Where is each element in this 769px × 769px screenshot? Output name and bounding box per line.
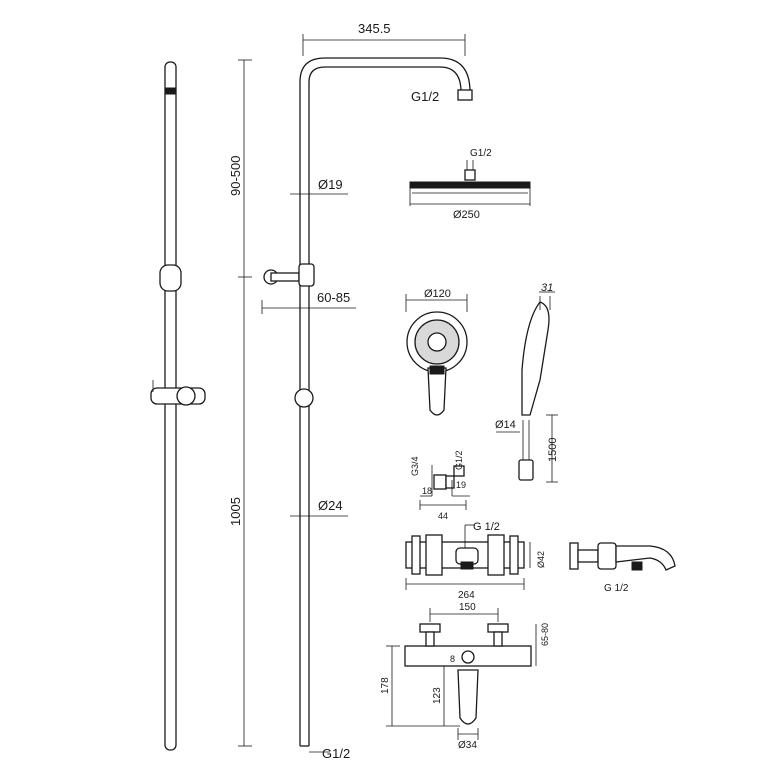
label-elbow-g34: G3/4 xyxy=(410,456,420,476)
label-hose-dia: Ø14 xyxy=(495,419,516,431)
label-riser-length: 1005 xyxy=(228,497,243,526)
hand-shower-front xyxy=(405,294,468,416)
slide-rail xyxy=(150,61,206,751)
label-mixer-thread: G 1/2 xyxy=(473,521,500,533)
bath-mixer xyxy=(386,608,537,740)
label-spout-thread: G 1/2 xyxy=(604,583,629,594)
label-bath-123: 123 xyxy=(432,687,443,704)
label-offset-range: 60-85 xyxy=(317,290,350,305)
thermostatic-mixer xyxy=(405,524,531,590)
label-hand-dia: Ø120 xyxy=(424,288,451,300)
hand-shower-side xyxy=(496,291,558,483)
label-bath-8: 8 xyxy=(450,654,455,664)
label-hand-depth: 31 xyxy=(541,282,553,294)
label-bath-178: 178 xyxy=(380,677,391,694)
label-elbow-19: 19 xyxy=(456,480,466,490)
label-elbow-18: 18 xyxy=(422,486,432,496)
label-bath-150: 150 xyxy=(459,602,476,613)
bath-spout-side xyxy=(569,542,676,571)
label-pipe-dia-lower: Ø24 xyxy=(318,498,343,513)
label-arm-width: 345.5 xyxy=(358,21,391,36)
head-shower xyxy=(409,160,531,206)
label-outlet-thread: G1/2 xyxy=(411,89,439,104)
label-slide-range: 90-500 xyxy=(228,156,243,196)
label-head-dia: Ø250 xyxy=(453,209,480,221)
label-bath-6580: 65-80 xyxy=(540,623,550,646)
label-elbow-g12: G1/2 xyxy=(454,450,464,470)
shower-riser xyxy=(263,57,473,747)
label-mixer-width: 264 xyxy=(458,590,475,601)
label-mixer-dia: Ø42 xyxy=(536,551,546,568)
label-head-thread: G1/2 xyxy=(470,148,492,159)
elbow-connector xyxy=(419,465,470,510)
label-hose-length: 1500 xyxy=(547,438,559,462)
label-bottom-thread: G1/2 xyxy=(322,746,350,761)
label-elbow-44: 44 xyxy=(438,511,448,521)
label-bath-dia: Ø34 xyxy=(458,740,477,751)
label-pipe-dia-upper: Ø19 xyxy=(318,177,343,192)
